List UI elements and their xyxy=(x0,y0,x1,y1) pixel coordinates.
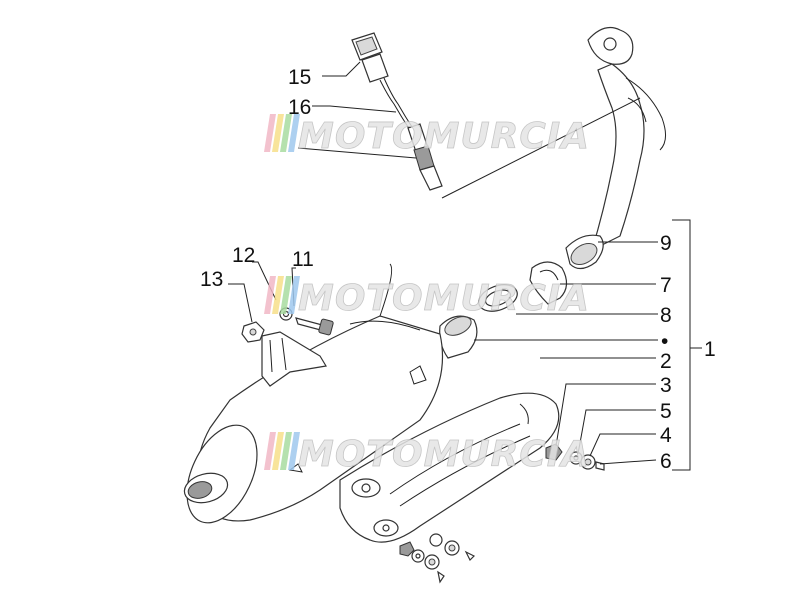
callout-15: 15 xyxy=(288,66,311,89)
watermark-text: MOTOMURCIA xyxy=(298,116,590,157)
watermark-text: MOTOMURCIA xyxy=(298,434,590,475)
bracket-nut xyxy=(241,321,265,343)
callout-7: 7 xyxy=(660,274,672,297)
watermark-stripe xyxy=(288,114,300,152)
watermark-stripe xyxy=(272,114,284,152)
clamp xyxy=(529,261,568,305)
watermark-stripe xyxy=(288,432,300,470)
callout-16: 16 xyxy=(288,96,311,119)
watermark-stripe xyxy=(264,114,276,152)
lower-fasteners xyxy=(399,533,476,584)
watermark-stripe xyxy=(280,276,292,314)
watermark-stripe xyxy=(272,432,284,470)
muffler-inlet xyxy=(439,315,478,359)
watermark-stripe xyxy=(280,432,292,470)
callout-8: 8 xyxy=(660,304,672,327)
watermark-stripe xyxy=(288,276,300,314)
watermark-stripe xyxy=(272,276,284,314)
callout-bullet: • xyxy=(661,330,668,353)
watermark-stripes xyxy=(264,432,300,470)
watermark-stripe xyxy=(280,114,292,152)
callout-2: 2 xyxy=(660,350,672,373)
exhaust-header-pipe xyxy=(565,27,666,270)
callout-12: 12 xyxy=(232,244,255,267)
oxygen-sensor xyxy=(407,123,443,191)
muffler xyxy=(183,263,444,524)
muffler-bracket xyxy=(261,331,327,387)
callout-4: 4 xyxy=(660,424,672,447)
sensor-connector xyxy=(351,32,415,131)
gasket-ring xyxy=(478,284,518,312)
leader-lines xyxy=(228,61,702,471)
callout-6: 6 xyxy=(660,450,672,473)
callout-13: 13 xyxy=(200,268,223,291)
watermark-stripes xyxy=(264,276,300,314)
shield-fasteners xyxy=(545,443,605,471)
heat-shield xyxy=(339,392,560,543)
watermark-1: MOTOMURCIA xyxy=(264,114,590,157)
bracket-bolt xyxy=(295,317,334,336)
watermark-2: MOTOMURCIA xyxy=(264,276,590,319)
callout-9: 9 xyxy=(660,232,672,255)
watermark-stripe xyxy=(264,276,276,314)
watermark-stripe xyxy=(264,432,276,470)
watermark-stripes xyxy=(264,114,300,152)
callout-1: 1 xyxy=(704,338,716,361)
callout-3: 3 xyxy=(660,374,672,397)
watermark-3: MOTOMURCIA xyxy=(264,432,590,475)
watermark-text: MOTOMURCIA xyxy=(298,278,590,319)
callout-5: 5 xyxy=(660,400,672,423)
callout-labels: 15 16 12 11 13 9 7 8 1 2 3 5 4 6 • xyxy=(200,66,716,473)
callout-11: 11 xyxy=(292,248,314,271)
